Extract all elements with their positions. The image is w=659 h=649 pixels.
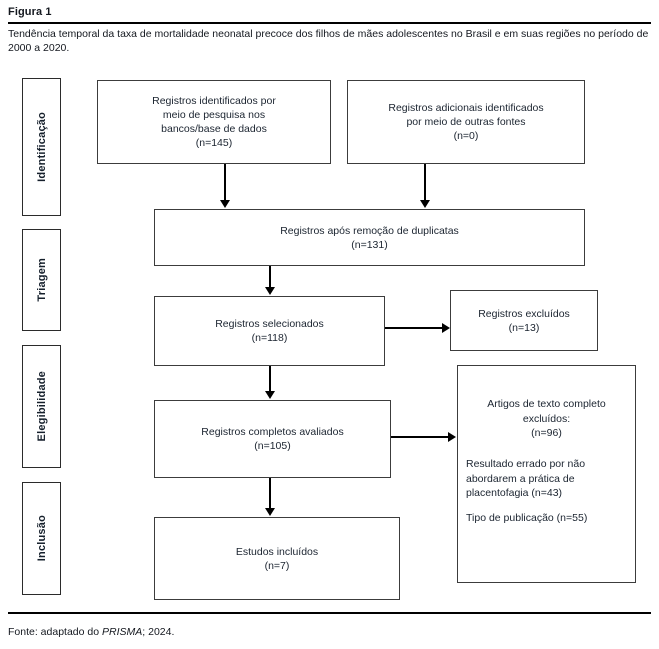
box-records-identified-other-sources: Registros adicionais identificados por m… bbox=[347, 80, 585, 164]
box-line: bancos/base de dados bbox=[161, 123, 267, 135]
stage-label-text: Identificação bbox=[35, 112, 48, 182]
box-records-identified-databases: Registros identificados por meio de pesq… bbox=[97, 80, 331, 164]
box-line: Registros selecionados bbox=[215, 318, 324, 330]
box-line: Registros completos avaliados bbox=[201, 426, 344, 438]
box-records-screened: Registros selecionados (n=118) bbox=[154, 296, 385, 366]
source-emphasis: PRISMA bbox=[102, 626, 143, 638]
arrowhead-right bbox=[442, 323, 450, 333]
arrowhead-right bbox=[448, 432, 456, 442]
box-line: por meio de outras fontes bbox=[406, 116, 526, 128]
arrowhead-down bbox=[265, 287, 275, 295]
box-count: (n=105) bbox=[254, 440, 291, 452]
fulltext-excluded-reason-publication-type: Tipo de publicação (n=55) bbox=[466, 511, 631, 526]
connector-other-sources-to-duplicates bbox=[424, 164, 426, 201]
footer-divider bbox=[8, 612, 651, 614]
figure-caption: Tendência temporal da taxa de mortalidad… bbox=[8, 28, 649, 54]
header-divider bbox=[8, 22, 651, 24]
box-records-after-duplicates: Registros após remoção de duplicatas (n=… bbox=[154, 209, 585, 266]
connector-screened-to-fulltext bbox=[269, 366, 271, 392]
stage-label-text: Triagem bbox=[35, 258, 48, 302]
stage-label-text: Inclusão bbox=[35, 515, 48, 562]
fulltext-excluded-reason-wrong-outcome: Resultado errado por não abordarem a prá… bbox=[466, 457, 631, 501]
box-count: (n=131) bbox=[351, 238, 388, 251]
arrowhead-down bbox=[220, 200, 230, 208]
connector-duplicates-to-screened bbox=[269, 266, 271, 288]
box-line: excluídos: bbox=[522, 412, 571, 425]
source-note: Fonte: adaptado do PRISMA; 2024. bbox=[8, 626, 174, 638]
source-prefix: Fonte: adaptado do bbox=[8, 626, 102, 638]
box-count: (n=118) bbox=[251, 332, 288, 344]
stage-label-triagem: Triagem bbox=[22, 229, 61, 331]
box-line: placentofagia (n=43) bbox=[466, 487, 563, 499]
box-count: (n=0) bbox=[453, 130, 479, 142]
box-count: (n=145) bbox=[195, 137, 233, 149]
box-count: (n=96) bbox=[531, 427, 562, 439]
connector-fulltext-to-excluded bbox=[391, 436, 449, 438]
box-included-studies: Estudos incluídos (n=7) bbox=[154, 517, 400, 600]
box-line: Registros excluídos bbox=[478, 307, 570, 320]
connector-fulltext-to-included bbox=[269, 478, 271, 509]
box-line: Tipo de publicação (n=55) bbox=[466, 512, 588, 524]
stage-label-text: Elegibilidade bbox=[35, 371, 48, 442]
box-line: abordarem a prática de bbox=[466, 472, 575, 485]
source-suffix: ; 2024. bbox=[142, 626, 175, 638]
arrowhead-down bbox=[265, 508, 275, 516]
connector-identified-to-duplicates bbox=[224, 164, 226, 201]
box-count: (n=13) bbox=[508, 321, 540, 334]
arrowhead-down bbox=[420, 200, 430, 208]
box-records-excluded: Registros excluídos (n=13) bbox=[450, 290, 598, 351]
box-line: Registros identificados por bbox=[152, 95, 276, 107]
box-line: meio de pesquisa nos bbox=[162, 109, 266, 121]
stage-label-identificacao: Identificação bbox=[22, 78, 61, 216]
fulltext-excluded-heading: Artigos de texto completo excluídos: (n=… bbox=[463, 397, 630, 441]
box-line: Registros após remoção de duplicatas bbox=[280, 224, 459, 237]
figure-label: Figura 1 bbox=[8, 6, 52, 18]
stage-label-inclusao: Inclusão bbox=[22, 482, 61, 595]
box-fulltext-assessed: Registros completos avaliados (n=105) bbox=[154, 400, 391, 478]
stage-label-elegibilidade: Elegibilidade bbox=[22, 345, 61, 468]
box-count: (n=7) bbox=[264, 559, 290, 572]
box-line: Estudos incluídos bbox=[235, 545, 319, 558]
connector-screened-to-excluded bbox=[385, 327, 443, 329]
box-line: Resultado errado por não bbox=[466, 458, 586, 470]
box-line: Artigos de texto completo bbox=[487, 398, 606, 410]
box-fulltext-excluded bbox=[457, 365, 636, 583]
box-line: Registros adicionais identificados bbox=[388, 102, 544, 114]
arrowhead-down bbox=[265, 391, 275, 399]
